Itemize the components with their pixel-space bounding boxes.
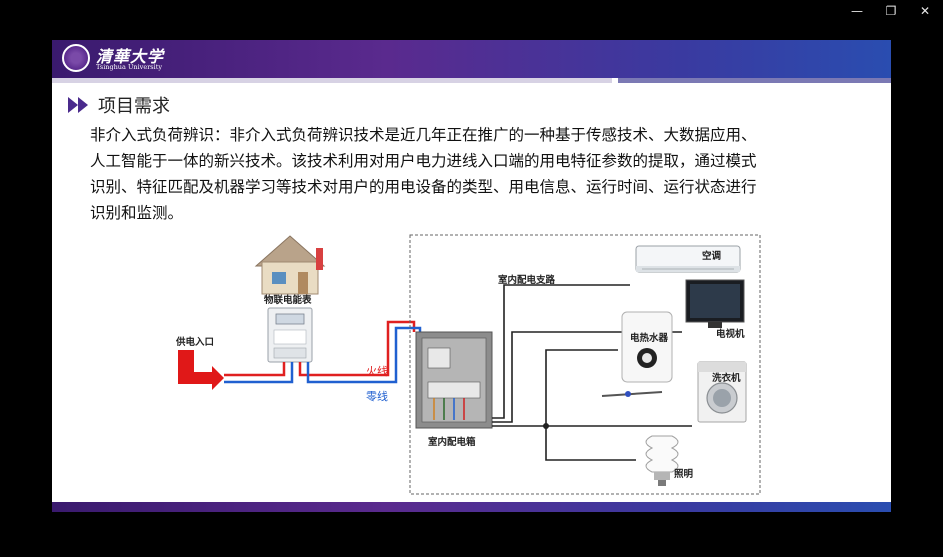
presentation-slide: 清華大学 Tsinghua University 项目需求 非介入式负荷辨识：非… <box>52 40 891 512</box>
description-paragraph: 非介入式负荷辨识：非介入式负荷辨识技术是近几年正在推广的一种基于传感技术、大数据… <box>90 122 880 226</box>
seal-icon <box>62 44 90 72</box>
wires <box>224 320 422 384</box>
header-subband-right <box>618 78 891 83</box>
paragraph-line: 识别、特征匹配及机器学习等技术对用户的用电设备的类型、用电信息、运行时间、运行状… <box>90 178 757 196</box>
water-heater-label: 电热水器 <box>630 333 669 344</box>
minimize-icon: — <box>851 4 863 18</box>
section-title: 项目需求 <box>68 92 170 118</box>
logo-name-cn: 清華大学 <box>96 47 165 66</box>
close-button[interactable]: ✕ <box>910 0 940 22</box>
washing-machine-icon <box>697 361 747 423</box>
window-titlebar: — ❐ ✕ <box>0 0 943 22</box>
junction-dot <box>543 423 549 429</box>
logo-name-en: Tsinghua University <box>96 63 163 71</box>
slide-header-band: 清華大学 Tsinghua University <box>52 40 891 78</box>
double-chevron-icon <box>68 95 92 115</box>
air-conditioner-label: 空调 <box>702 251 722 262</box>
television-icon <box>685 279 745 328</box>
header-subband-left <box>52 78 612 83</box>
water-heater-icon <box>601 311 673 397</box>
washing-machine-label: 洗衣机 <box>712 373 741 384</box>
university-logo: 清華大学 Tsinghua University <box>62 43 262 75</box>
neutral-wire-label: 零线 <box>366 390 388 403</box>
smart-meter-icon <box>267 307 313 363</box>
lighting-label: 照明 <box>674 469 694 480</box>
air-conditioner-icon <box>635 245 741 273</box>
live-wire-label: 火线 <box>366 365 388 378</box>
supply-arrow-icon <box>178 350 224 390</box>
restore-icon: ❐ <box>885 4 897 18</box>
distribution-box-label: 室内配电箱 <box>428 437 476 448</box>
paragraph-line: 非介入式负荷辨识：非介入式负荷辨识技术是近几年正在推广的一种基于传感技术、大数据… <box>90 126 757 144</box>
supply-label: 供电入口 <box>176 337 215 348</box>
paragraph-line: 人工智能于一体的新兴技术。该技术利用对用户电力进线入口端的用电特征参数的提取，通… <box>90 152 757 170</box>
house-icon <box>254 235 326 295</box>
minimize-button[interactable]: — <box>842 0 872 22</box>
close-icon: ✕ <box>919 4 931 18</box>
tv-label: 电视机 <box>716 329 745 340</box>
meter-label: 物联电能表 <box>264 295 312 306</box>
load-identification-diagram: 物联电能表 供电入口 火线 零线 室内配电支路 室内配电箱 空调 电视机 电热水… <box>152 222 792 497</box>
restore-button[interactable]: ❐ <box>876 0 906 22</box>
section-title-text: 项目需求 <box>98 96 170 117</box>
distribution-box-icon <box>415 331 493 429</box>
room-boundary <box>409 234 761 495</box>
paragraph-line: 识别和监测。 <box>90 204 184 222</box>
branch-circuit-label: 室内配电支路 <box>498 275 556 286</box>
slide-footer-band <box>52 502 891 512</box>
light-bulb-icon <box>645 435 679 486</box>
diagram-graphics <box>178 234 761 495</box>
branch-lines <box>492 284 692 461</box>
